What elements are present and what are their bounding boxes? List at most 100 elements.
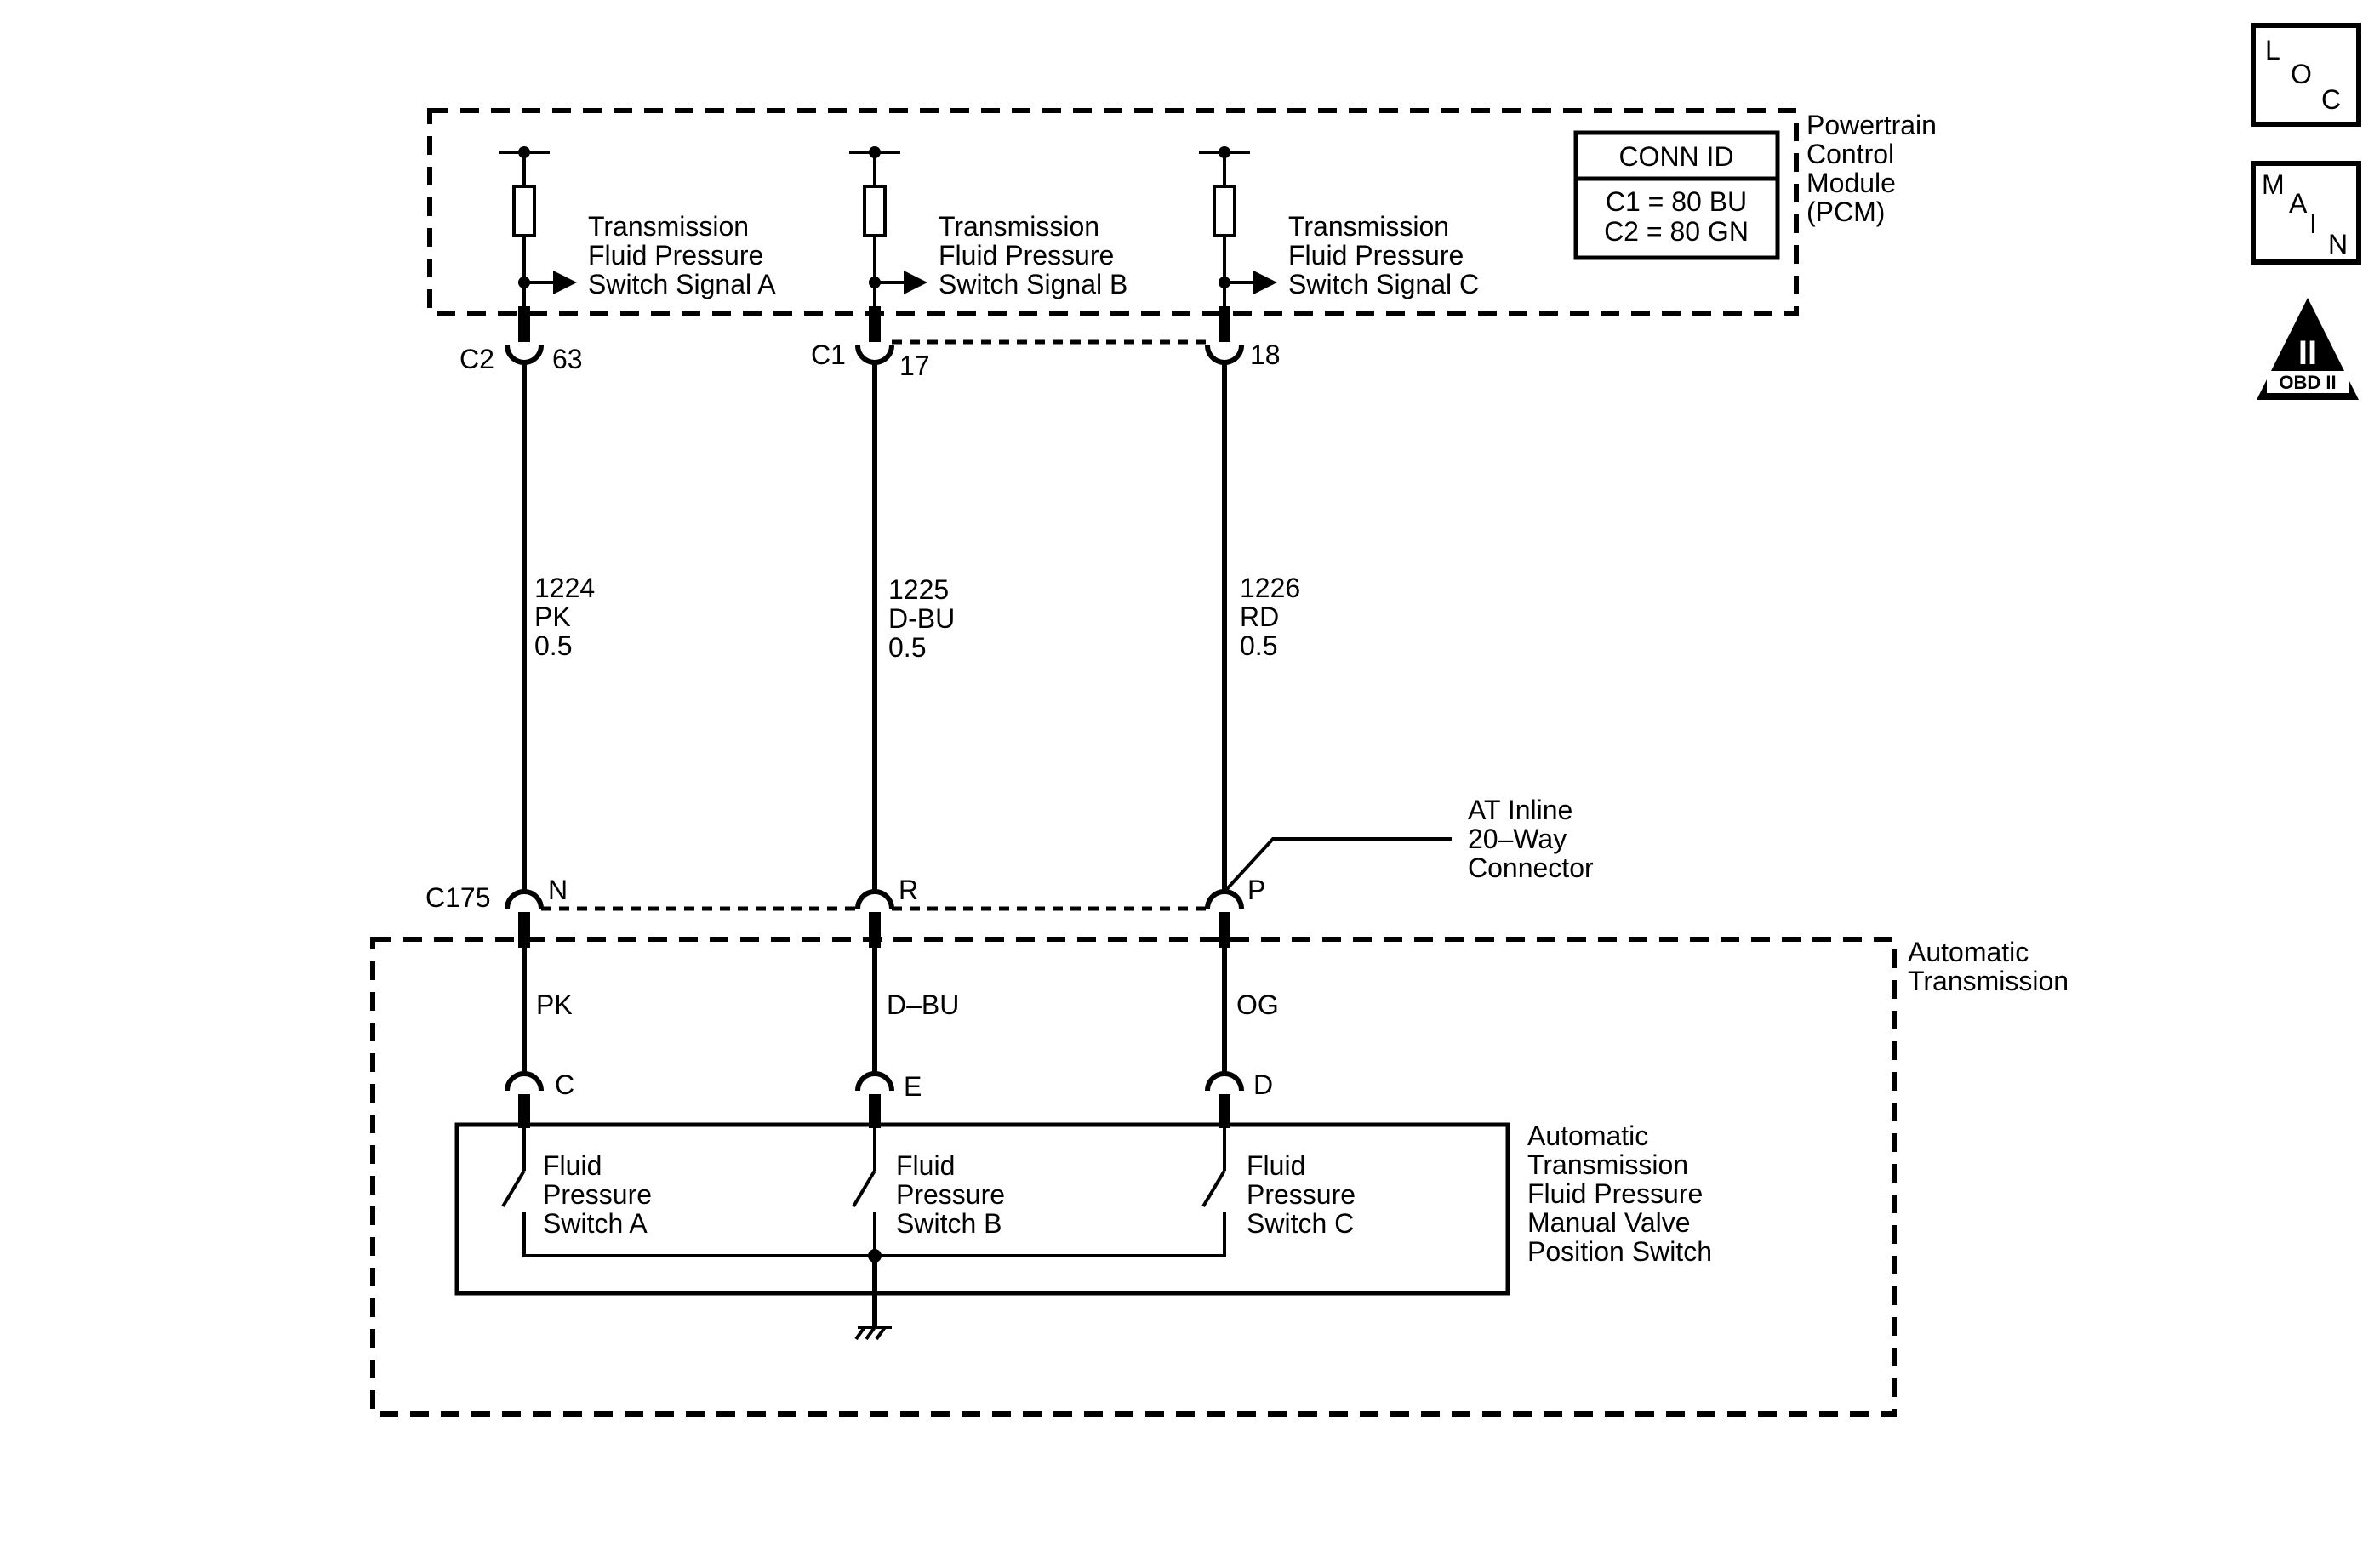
signal-arrow-icon [1253,271,1277,294]
circuit-c: Transmission Fluid Pressure Switch Signa… [1199,146,1479,1257]
signal-label-b-3: Switch Signal B [939,269,1127,299]
inline-pin-a: N [548,875,568,905]
switch-label-c-3: Switch C [1247,1208,1354,1239]
transmission-label-2: Transmission [1908,966,2069,996]
pullup-resistor [1213,185,1236,237]
switch-contact-c [1201,1169,1226,1208]
pcm-connector-label-b: C1 [811,339,846,370]
circuit-number-b: 1225 [888,574,949,605]
switch-contact-b [852,1169,876,1208]
switch-label-b-3: Switch B [896,1208,1002,1239]
pcm-label-line-3: Module [1806,168,1896,198]
pullup-resistor [863,185,887,237]
conn-id-table: CONN ID C1 = 80 BU C2 = 80 GN [1573,130,1780,260]
switch-label-c-1: Fluid [1247,1150,1305,1181]
pcm-terminal-a [505,345,544,365]
signal-arrow-icon [553,271,577,294]
loc-letter-l: L [2265,35,2280,66]
switch-contact-a [501,1169,526,1208]
wire-gauge-c: 0.5 [1240,630,1277,661]
signal-arrow-icon [904,271,927,294]
signal-label-c-2: Fluid Pressure [1288,240,1464,271]
pcm-label: Powertrain Control Module (PCM) [1806,110,1937,227]
trans-wire-color-c: OG [1236,989,1279,1020]
switch-assembly-label-5: Position Switch [1527,1236,1712,1267]
switch-terminal-a [505,1071,544,1092]
main-icon[interactable]: M A I N [2251,161,2361,265]
switch-label-a-2: Pressure [543,1179,652,1210]
obd-ii-text: OBD II [2279,372,2336,393]
inline-connector-label-3: Connector [1468,852,1594,883]
main-letter-a: A [2289,188,2308,219]
inline-terminal-b [855,889,894,909]
switch-assembly-box [454,1122,1510,1296]
conn-id-row-c2: C2 = 80 GN [1604,216,1749,247]
loc-letter-o: O [2291,59,2312,89]
pcm-terminal-c [1205,345,1244,365]
pcm-connector-label-a: C2 [459,344,494,374]
signal-label-a-3: Switch Signal A [588,269,776,299]
wire-gauge-a: 0.5 [534,630,572,661]
circuit-b: Transmission Fluid Pressure Switch Signa… [811,146,1127,1257]
trans-wire-color-a: PK [536,989,573,1020]
switch-assembly-label-3: Fluid Pressure [1527,1178,1703,1209]
ground-icon [854,1326,892,1341]
switch-assembly-label: Automatic Transmission Fluid Pressure Ma… [1527,1120,1712,1267]
wire-color-b: D-BU [888,603,955,634]
main-letter-m: M [2262,169,2285,200]
inline-pin-b: R [899,875,918,905]
switch-label-c-2: Pressure [1247,1179,1356,1210]
loc-icon[interactable]: L O C [2251,23,2361,127]
inline-connector-id: C175 [425,882,491,913]
switch-terminal-c [1205,1071,1244,1092]
conn-id-header: CONN ID [1618,141,1733,172]
transmission-label-1: Automatic [1908,937,2029,967]
switch-pin-b: E [904,1071,922,1102]
wire-color-a: PK [534,602,571,632]
pullup-resistor [512,185,536,237]
switch-label-a-1: Fluid [543,1150,602,1181]
pcm-label-line-1: Powertrain [1806,110,1937,140]
wire-color-c: RD [1240,602,1279,632]
switch-pin-c: D [1253,1069,1273,1100]
circuit-number-c: 1226 [1240,573,1300,603]
switch-label-b-2: Pressure [896,1179,1005,1210]
pcm-label-line-2: Control [1806,139,1894,169]
switch-assembly-label-4: Manual Valve [1527,1207,1691,1238]
switch-pin-a: C [555,1069,574,1100]
loc-letter-c: C [2321,84,2341,115]
inline-connector-label: AT Inline 20–Way Connector [1468,795,1594,883]
inline-connector-label-2: 20–Way [1468,824,1567,854]
switch-assembly-label-1: Automatic [1527,1120,1648,1151]
trans-wire-color-b: D–BU [887,989,959,1020]
switch-assembly-label-2: Transmission [1527,1149,1688,1180]
inline-connector-leader [1223,837,1452,893]
pcm-pin-a: 63 [552,344,583,374]
signal-label-a-1: Transmission [588,211,749,242]
signal-label-a-2: Fluid Pressure [588,240,763,271]
main-letter-i: I [2309,208,2317,239]
circuit-a: Transmission Fluid Pressure Switch Signa… [459,146,776,1257]
inline-connector-label-1: AT Inline [1468,795,1572,825]
signal-label-c-3: Switch Signal C [1288,269,1479,299]
pcm-label-line-4: (PCM) [1806,197,1885,227]
signal-label-c-1: Transmission [1288,211,1449,242]
obd-ii-icon[interactable]: II OBD II [2257,298,2359,400]
main-letter-n: N [2328,229,2348,259]
signal-label-b-2: Fluid Pressure [939,240,1114,271]
signal-label-b-1: Transmission [939,211,1099,242]
pcm-pin-b: 17 [899,351,930,381]
switch-label-b-1: Fluid [896,1150,955,1181]
switch-terminal-b [855,1071,894,1092]
switch-label-a-3: Switch A [543,1208,648,1239]
obd-roman-numeral: II [2298,334,2317,372]
inline-terminal-c [1205,889,1244,909]
wire-gauge-b: 0.5 [888,632,926,663]
transmission-boundary [370,937,1897,1417]
circuit-number-a: 1224 [534,573,595,603]
pcm-pin-c: 18 [1250,339,1281,370]
pcm-boundary [427,108,1799,316]
inline-pin-c: P [1247,875,1265,905]
